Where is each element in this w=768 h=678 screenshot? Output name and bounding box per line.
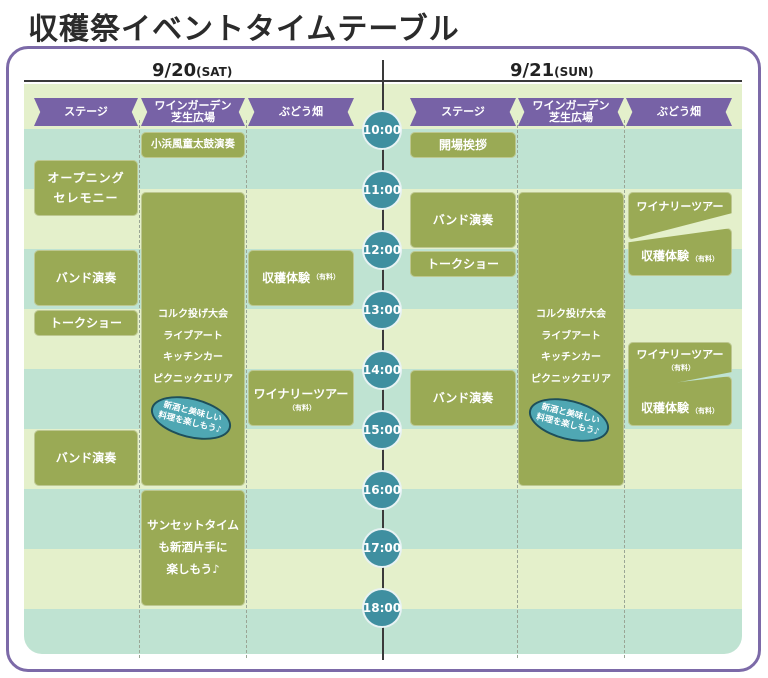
column-divider (246, 120, 247, 658)
date-rule (384, 80, 742, 82)
date-label: 9/21 (510, 60, 555, 81)
event-label: コルク投げ大会 ライブアート キッチンカー ピクニックエリア (531, 309, 611, 385)
event-label: 収穫体験 (261, 270, 310, 285)
event-sun-garden-activities[interactable]: コルク投げ大会 ライブアート キッチンカー ピクニックエリア (518, 192, 624, 486)
paid-tag: （有料） (691, 407, 719, 416)
event-label: ワイナリーツアー (253, 387, 349, 402)
column-divider (139, 120, 140, 658)
time-marker-1600: 16:00 (362, 470, 402, 510)
page-title: 収穫祭イベントタイムテーブル (28, 12, 460, 47)
event-sat-band-1[interactable]: バンド演奏 (34, 250, 138, 306)
event-label: 収穫体験 (640, 400, 689, 415)
time-marker-1400: 14:00 (362, 350, 402, 390)
event-sun-opening[interactable]: 開場挨拶 (410, 132, 516, 158)
weekday-label: (SAT) (196, 65, 233, 79)
time-marker-1100: 11:00 (362, 170, 402, 210)
venue-header-garden: ワインガーデン 芝生広場 (141, 98, 245, 126)
event-sat-band-2[interactable]: バンド演奏 (34, 430, 138, 486)
time-marker-1200: 12:00 (362, 230, 402, 270)
time-marker-1300: 13:00 (362, 290, 402, 330)
event-label: ワイナリーツアー (636, 200, 724, 213)
event-sun-band-2[interactable]: バンド演奏 (410, 370, 516, 426)
weekday-label: (SUN) (554, 65, 594, 79)
venue-header-garden: ワインガーデン 芝生広場 (518, 98, 624, 126)
event-sun-talkshow[interactable]: トークショー (410, 251, 516, 277)
event-sun-harvest-1[interactable]: 収穫体験（有料） (628, 228, 732, 276)
event-sat-sunset[interactable]: サンセットタイム も新酒片手に 楽しもう♪ (141, 490, 245, 606)
date-rule (24, 80, 382, 82)
date-label: 9/20 (152, 60, 197, 81)
event-label: ワイナリーツアー (636, 348, 724, 361)
venue-header-stage: ステージ (410, 98, 516, 126)
paid-tag: （有料） (288, 403, 316, 412)
date-header-sat: 9/20(SAT) (152, 60, 232, 81)
paid-tag: （有料） (312, 273, 340, 282)
venue-header-vineyard: ぶどう畑 (248, 98, 354, 126)
paid-tag: （有料） (667, 363, 695, 372)
venue-header-stage: ステージ (34, 98, 138, 126)
event-sat-taiko[interactable]: 小浜風童太鼓演奏 (141, 132, 245, 158)
date-header-sun: 9/21(SUN) (510, 60, 594, 81)
event-sat-harvest[interactable]: 収穫体験（有料） (248, 250, 354, 306)
time-marker-1800: 18:00 (362, 588, 402, 628)
column-divider (624, 120, 625, 658)
venue-header-vineyard: ぶどう畑 (626, 98, 732, 126)
event-sat-talkshow[interactable]: トークショー (34, 310, 138, 336)
time-marker-1700: 17:00 (362, 528, 402, 568)
time-marker-1000: 10:00 (362, 110, 402, 150)
paid-tag: （有料） (691, 255, 719, 264)
event-label: 収穫体験 (640, 248, 689, 263)
time-marker-1500: 15:00 (362, 410, 402, 450)
column-divider (517, 120, 518, 658)
event-sun-band-1[interactable]: バンド演奏 (410, 192, 516, 248)
event-sat-winery-tour[interactable]: ワイナリーツアー（有料） (248, 370, 354, 426)
event-sat-opening-ceremony[interactable]: オープニング セレモニー (34, 160, 138, 216)
event-label: コルク投げ大会 ライブアート キッチンカー ピクニックエリア (153, 309, 233, 385)
event-sat-garden-activities[interactable]: コルク投げ大会 ライブアート キッチンカー ピクニックエリア (141, 192, 245, 486)
